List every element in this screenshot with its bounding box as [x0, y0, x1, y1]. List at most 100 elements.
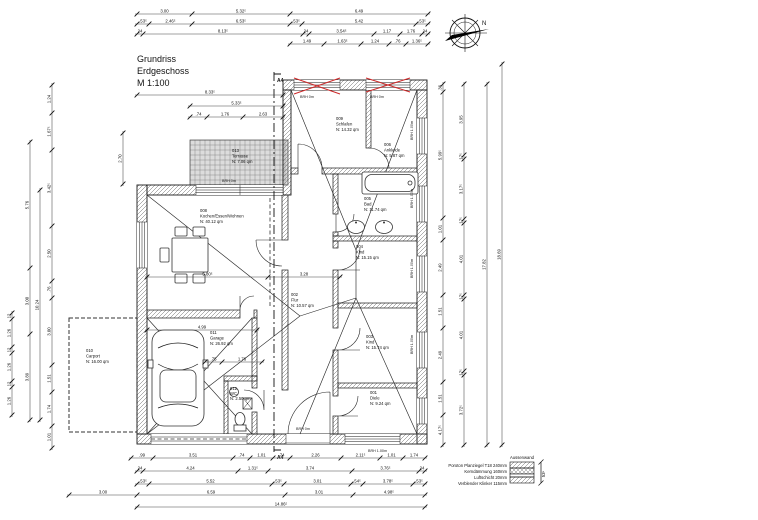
dim-line	[189, 11, 195, 17]
dim-line	[425, 11, 431, 17]
dim-line	[134, 481, 140, 487]
dim-label: 1.26	[6, 396, 11, 405]
dim-label: 2.26	[311, 452, 320, 457]
revision-mark-red-x-1	[293, 77, 341, 95]
dim-line	[358, 41, 364, 47]
dim-line	[49, 423, 55, 429]
room-name: Diele	[370, 396, 380, 401]
dim-label: 3.54⁵	[336, 28, 346, 33]
dim-label: .17⁵	[458, 293, 463, 301]
dim-line	[9, 378, 15, 384]
room-label-schlafen: 009 Schlafen N: 14.32 qm	[336, 116, 359, 132]
dim-label: 3.89	[24, 372, 29, 381]
room-id: 012	[230, 386, 238, 391]
dim-label: 1.31⁵	[248, 465, 258, 470]
dim-label: 1.51	[46, 374, 51, 383]
dim-label: 1.36⁵	[412, 38, 422, 43]
plan-subtitle: Erdgeschoss	[137, 66, 190, 76]
dim-line	[419, 31, 425, 37]
dim-line	[235, 468, 241, 474]
dim-line	[9, 384, 15, 390]
legend-line: Verblender Klinker 115mm	[458, 481, 508, 486]
room-area: N: 15.15 qm	[356, 255, 379, 260]
dim-label: .53⁵	[139, 18, 147, 23]
dim-line	[9, 412, 15, 418]
room-area: N: 7.06 qm	[232, 159, 253, 164]
dim-label: 1.01	[437, 224, 442, 233]
dim-line	[120, 130, 126, 136]
dim-label: 3.76⁵	[380, 465, 390, 470]
dim-line	[287, 11, 293, 17]
dim-label: 17.82	[481, 259, 486, 270]
dim-label: 3.72⁵	[458, 405, 463, 415]
dim-label: 2.50	[46, 249, 51, 258]
dim-label: 1.74	[410, 452, 419, 457]
car	[147, 329, 209, 427]
brh-labels: BRH 0m BRH 0m BRH 0m BRH 0m BRH 1.00m BR…	[222, 95, 414, 453]
dim-line	[49, 147, 55, 153]
dim-line	[187, 103, 193, 109]
dim-line	[348, 481, 354, 487]
room-area: N: 26.92 qm	[210, 341, 233, 346]
dim-label: 1.01	[46, 432, 51, 441]
dim-line	[422, 468, 428, 474]
room-id: 005	[364, 196, 372, 201]
dim-line	[440, 292, 446, 298]
room-name: Ankleide	[384, 148, 401, 153]
dim-line	[461, 442, 467, 448]
room-name: Garage	[210, 336, 225, 341]
legend-line: Kerndämmung 160mm	[464, 469, 507, 474]
brh-label: BRH 0m	[370, 95, 384, 99]
dim-line	[134, 468, 140, 474]
dim-line	[499, 61, 505, 67]
room-label-garage: 011 Garage N: 26.92 qm	[210, 330, 233, 346]
dim-label: .53⁵	[292, 18, 300, 23]
dim-line	[410, 481, 416, 487]
dim-line	[321, 41, 327, 47]
dim-label: .53⁵	[274, 478, 282, 483]
dim-line	[425, 31, 431, 37]
room-id: 003	[366, 334, 374, 339]
window-bottom-diele	[344, 434, 401, 444]
window-top-1	[293, 80, 341, 90]
dim-chain-bottom-5: 14.86⁵	[134, 501, 428, 510]
entry-door-opening	[285, 434, 331, 444]
dim-label: 2.49	[437, 263, 442, 272]
dim-label: 8.33⁵	[205, 89, 215, 94]
dim-label: 2.46⁵	[165, 18, 175, 23]
dim-line	[254, 327, 260, 333]
dim-label: .74	[196, 111, 203, 116]
dim-label: 4.01	[458, 330, 463, 339]
brh-label: BRH 0m	[296, 427, 310, 431]
garage-door	[150, 434, 248, 444]
dim-label: 3.78⁵	[383, 478, 393, 483]
dim-line	[49, 82, 55, 88]
window-right-1	[417, 117, 427, 155]
room-name: Carport	[86, 354, 101, 359]
dim-line	[27, 265, 33, 271]
room-id: 001	[370, 390, 378, 395]
brh-label: BRH 0m	[300, 95, 314, 99]
dim-line	[9, 350, 15, 356]
dim-label: .76	[46, 286, 51, 293]
dim-label: .17⁵	[458, 153, 463, 161]
room-name: Terrasse	[232, 154, 249, 159]
dim-line	[134, 31, 140, 37]
dim-line	[422, 504, 428, 510]
legend-line: Poroton Planziegel T18 240mm	[448, 463, 507, 468]
dim-label: 5.42	[355, 18, 364, 23]
dim-label: 1.51	[437, 307, 442, 316]
dim-label: 2.70	[117, 154, 122, 163]
dim-line	[27, 139, 33, 145]
dim-label: 4.17⁵	[437, 425, 442, 435]
room-id: 013	[232, 148, 240, 153]
dim-line	[360, 481, 366, 487]
room-area: N: 9.24 qm	[370, 401, 391, 406]
room-area: N: 5.87 qm	[384, 153, 405, 158]
